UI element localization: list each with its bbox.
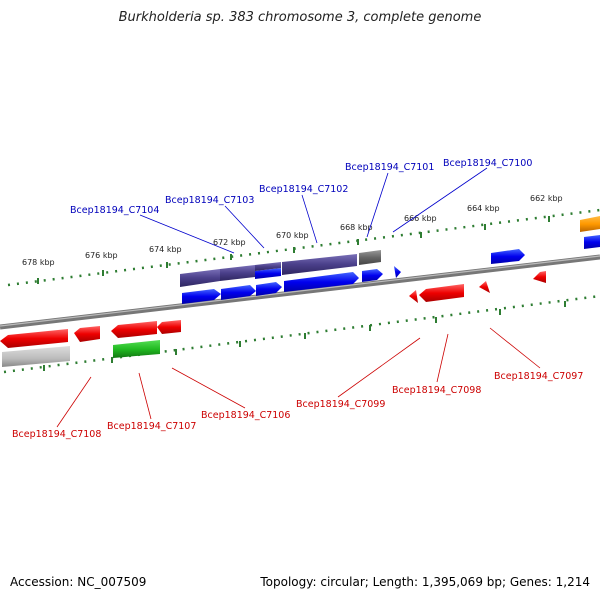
gene-label-C7107[interactable]: Bcep18194_C7107 (107, 421, 196, 432)
forward-genes[interactable] (182, 216, 600, 304)
gene-label-C7097[interactable]: Bcep18194_C7097 (494, 371, 583, 382)
gene-reverse-5[interactable] (2, 346, 70, 367)
gene-forward-4[interactable] (284, 272, 359, 292)
gene-label-C7103[interactable]: Bcep18194_C7103 (165, 195, 254, 206)
gene-forward-2[interactable] (221, 285, 256, 300)
gene-C7102-operon[interactable] (282, 254, 357, 275)
chromosome-backbone (0, 254, 600, 330)
gene-forward-9[interactable] (580, 216, 600, 232)
accession-text: Accession: NC_007509 (10, 575, 147, 589)
tick-label-668: 668 kbp (340, 223, 373, 232)
lower-ruler-major-ticks (43, 301, 566, 371)
tick-label-672: 672 kbp (213, 238, 246, 247)
gene-label-C7102[interactable]: Bcep18194_C7102 (259, 184, 348, 195)
gene-reverse-4[interactable] (157, 320, 181, 334)
gene-label-C7104[interactable]: Bcep18194_C7104 (70, 205, 159, 216)
gene-reverse-10[interactable] (533, 271, 546, 283)
gene-label-C7106[interactable]: Bcep18194_C7106 (201, 410, 290, 421)
gene-forward-8[interactable] (584, 235, 600, 249)
tick-label-664: 664 kbp (467, 204, 500, 213)
upper-ruler-major-ticks (37, 216, 550, 284)
gene-label-C7100[interactable]: Bcep18194_C7100 (443, 158, 532, 169)
gene-C7101-operon[interactable] (359, 250, 381, 265)
reverse-label-leaders (56, 327, 541, 428)
tick-label-676: 676 kbp (85, 251, 118, 260)
gene-label-C7108[interactable]: Bcep18194_C7108 (12, 429, 101, 440)
gene-forward-7[interactable] (491, 249, 525, 264)
forward-label-leaders (139, 167, 488, 254)
tick-label-666: 666 kbp (404, 214, 437, 223)
chromosome-backbone-highlight (0, 255, 600, 327)
gene-forward-3[interactable] (256, 282, 282, 296)
reverse-gene-labels[interactable]: Bcep18194_C7108 Bcep18194_C7107 Bcep1819… (12, 371, 583, 440)
gene-label-C7101[interactable]: Bcep18194_C7101 (345, 162, 434, 173)
gene-reverse-3[interactable] (111, 321, 157, 338)
gene-C7104-operon[interactable] (180, 269, 220, 287)
gene-reverse-6[interactable] (113, 340, 160, 358)
gene-C7103-top[interactable] (255, 262, 281, 271)
lower-ruler-line (3, 294, 600, 374)
map-title: Burkholderia sp. 383 chromosome 3, compl… (118, 10, 482, 25)
reverse-genes[interactable] (0, 271, 546, 367)
gene-reverse-9[interactable] (479, 281, 490, 293)
topology-text: Topology: circular; Length: 1,395,069 bp… (260, 575, 590, 589)
gene-label-C7099[interactable]: Bcep18194_C7099 (296, 399, 385, 410)
ruler-tick-labels: 678 kbp 676 kbp 674 kbp 672 kbp 670 kbp … (22, 194, 563, 267)
tick-label-674: 674 kbp (149, 245, 182, 254)
gene-label-C7098[interactable]: Bcep18194_C7098 (392, 385, 481, 396)
gene-reverse-2[interactable] (74, 326, 100, 342)
gene-reverse-7[interactable] (409, 290, 418, 303)
upper-ruler-line (7, 208, 600, 287)
gene-forward-6[interactable] (394, 266, 401, 278)
tick-label-670: 670 kbp (276, 231, 309, 240)
gene-C7103-small[interactable] (255, 268, 281, 279)
gene-forward-1[interactable] (182, 289, 221, 304)
gene-C7103-operon[interactable] (220, 265, 255, 281)
gene-reverse-8[interactable] (419, 284, 464, 302)
gene-reverse-1[interactable] (0, 329, 68, 348)
tick-label-678: 678 kbp (22, 258, 55, 267)
gene-forward-5[interactable] (362, 269, 383, 282)
forward-operon-features[interactable] (180, 250, 381, 287)
tick-label-662: 662 kbp (530, 194, 563, 203)
forward-gene-labels[interactable]: Bcep18194_C7104 Bcep18194_C7103 Bcep1819… (70, 158, 532, 216)
